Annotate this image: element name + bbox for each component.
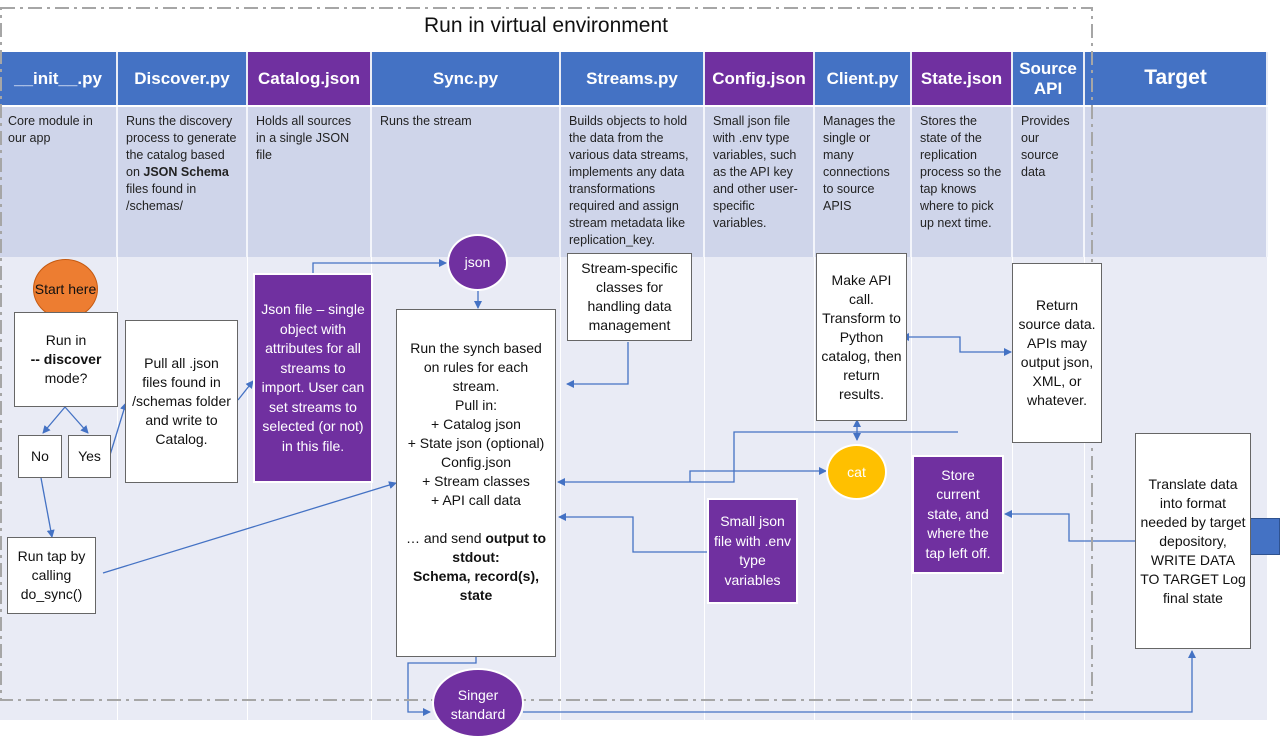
state-store-box[interactable]: Store current state, and where the tap l… bbox=[912, 455, 1004, 574]
catalog-file-box[interactable]: Json file – single object with attribute… bbox=[253, 273, 373, 483]
stream-classes-box[interactable]: Stream-specific classes for handling dat… bbox=[567, 253, 692, 341]
header-catalog: Catalog.json bbox=[248, 52, 372, 105]
desc-client: Manages the single or many connections t… bbox=[815, 107, 912, 257]
desc-target bbox=[1085, 107, 1268, 257]
header-state: State.json bbox=[912, 52, 1013, 105]
desc-init: Core module in our app bbox=[0, 107, 118, 257]
arrow-q-yes bbox=[64, 406, 89, 434]
cat-circle[interactable]: cat bbox=[826, 444, 887, 500]
discover-q-bold: -- discover bbox=[30, 351, 102, 367]
target-tab-shape bbox=[1249, 518, 1280, 555]
desc-discover: Runs the discovery process to generate t… bbox=[118, 107, 248, 257]
arrow-client-sync bbox=[557, 431, 958, 486]
desc-source-api: Provides our source data bbox=[1013, 107, 1085, 257]
arrow-pull-catalog bbox=[237, 380, 254, 401]
desc-discover-pre: Runs the discovery process to generate t… bbox=[126, 114, 237, 179]
target-translate-box[interactable]: Translate data into format needed by tar… bbox=[1135, 433, 1251, 649]
sync-text-6: + Stream classes bbox=[422, 473, 530, 489]
discover-q-pre: Run in bbox=[45, 332, 87, 348]
sync-text-1: Run the synch based on rules for each st… bbox=[410, 340, 542, 394]
desc-catalog: Holds all sources in a single JSON file bbox=[248, 107, 372, 257]
desc-config: Small json file with .env type variables… bbox=[705, 107, 815, 257]
arrow-yes-pull bbox=[109, 402, 128, 456]
no-box[interactable]: No bbox=[18, 435, 62, 478]
desc-discover-bold: JSON Schema bbox=[143, 165, 229, 179]
start-circle[interactable]: Start here bbox=[33, 259, 98, 319]
discover-q-post: mode? bbox=[44, 370, 88, 386]
header-sync: Sync.py bbox=[372, 52, 561, 105]
header-config: Config.json bbox=[705, 52, 815, 105]
arrow-sync-cat bbox=[689, 467, 827, 482]
sync-text-2: Pull in: bbox=[454, 397, 498, 413]
arrow-client-source bbox=[901, 333, 1012, 356]
header-streams: Streams.py bbox=[561, 52, 705, 105]
arrow-target-state bbox=[1004, 510, 1135, 542]
header-source-api: Source API bbox=[1013, 52, 1085, 105]
sync-send-bold2: Schema, record(s), state bbox=[412, 568, 540, 603]
virtual-env-title: Run in virtual environment bbox=[424, 14, 668, 37]
sync-send-pre: … and send bbox=[405, 530, 486, 546]
arrow-no-runtap bbox=[40, 477, 55, 538]
desc-state: Stores the state of the replication proc… bbox=[912, 107, 1013, 257]
desc-discover-post: files found in /schemas/ bbox=[126, 182, 197, 213]
arrow-q-no bbox=[42, 406, 66, 434]
discover-mode-question[interactable]: Run in -- discover mode? bbox=[14, 312, 118, 407]
config-file-box[interactable]: Small json file with .env type variables bbox=[707, 498, 798, 604]
header-discover: Discover.py bbox=[118, 52, 248, 105]
header-client: Client.py bbox=[815, 52, 912, 105]
lane-config bbox=[705, 257, 815, 720]
source-return-box[interactable]: Return source data. APIs may output json… bbox=[1012, 263, 1102, 443]
yes-box[interactable]: Yes bbox=[68, 435, 111, 478]
header-target: Target bbox=[1085, 52, 1268, 105]
sync-text-4: + State json (optional) bbox=[407, 435, 545, 451]
header-init: __init__.py bbox=[0, 52, 118, 105]
arrow-config-sync bbox=[558, 513, 707, 553]
sync-send-line: … and send output to stdout: bbox=[403, 529, 549, 567]
run-tap-box[interactable]: Run tap by calling do_sync() bbox=[7, 537, 96, 614]
sync-send-bold: output to stdout: bbox=[452, 530, 547, 565]
client-call-box[interactable]: Make API call. Transform to Python catal… bbox=[816, 253, 907, 421]
desc-sync: Runs the stream bbox=[372, 107, 561, 257]
sync-text-7: + API call data bbox=[431, 492, 521, 508]
sync-text-5: Config.json bbox=[440, 454, 512, 470]
pull-json-box[interactable]: Pull all .json files found in /schemas f… bbox=[125, 320, 238, 483]
arrow-sync-singer bbox=[407, 656, 477, 716]
json-circle[interactable]: json bbox=[447, 234, 508, 291]
arrow-singer-target bbox=[523, 650, 1196, 713]
desc-streams: Builds objects to hold the data from the… bbox=[561, 107, 705, 257]
arrow-runtap-sync bbox=[102, 481, 397, 574]
singer-standard-circle[interactable]: Singer standard bbox=[432, 668, 524, 738]
arrow-catalog-json bbox=[312, 259, 447, 274]
sync-text-3: + Catalog json bbox=[431, 416, 521, 432]
arrow-streams-sync bbox=[566, 342, 629, 388]
sync-main-box[interactable]: Run the synch based on rules for each st… bbox=[396, 309, 556, 657]
